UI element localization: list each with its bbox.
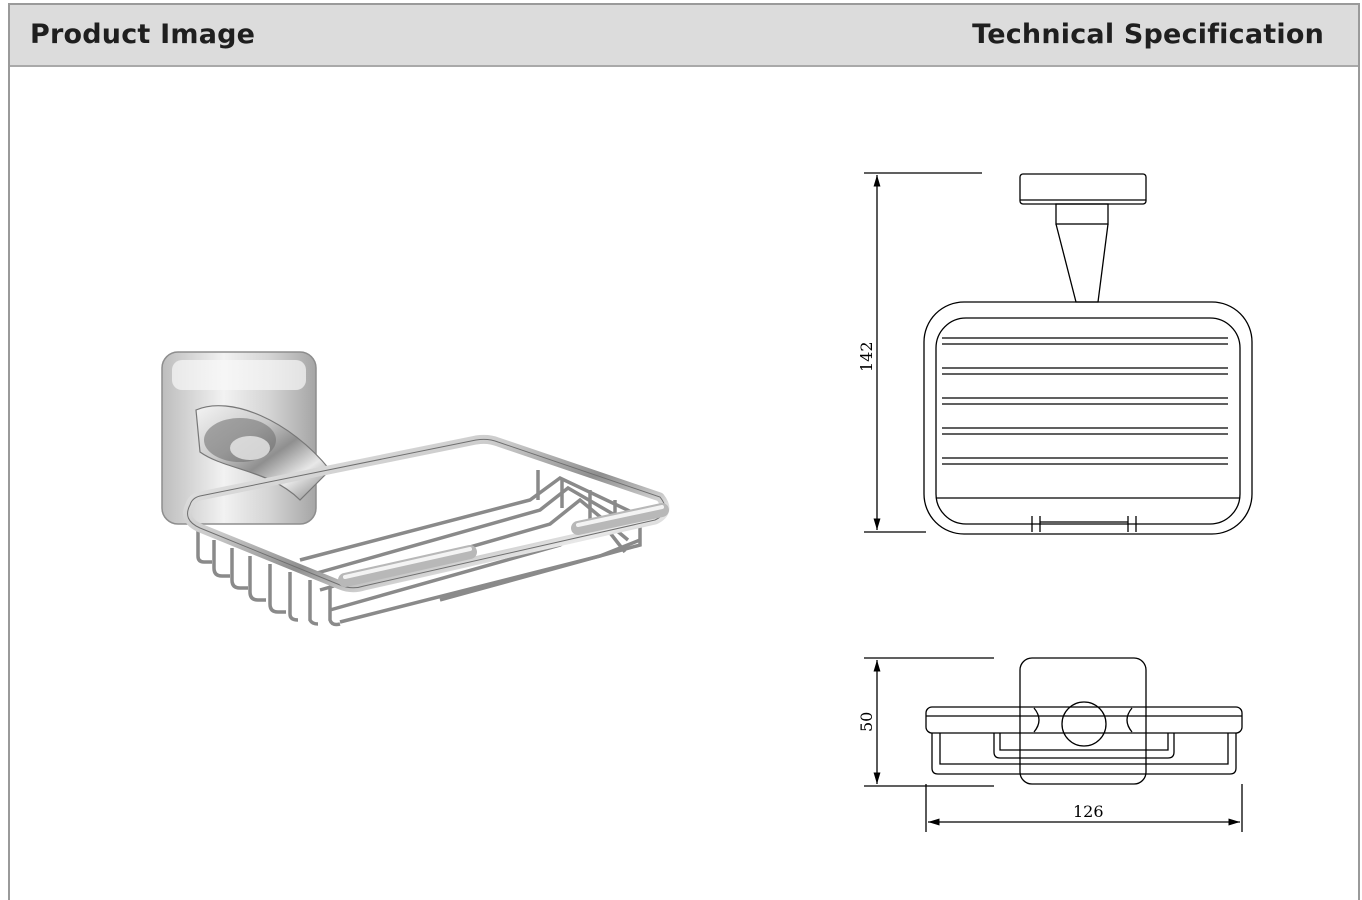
width-dimension-label: 126 [1073,802,1104,821]
side-grip-bar [571,503,669,535]
product-render [161,351,670,627]
depth-dimension-label: 50 [857,712,876,732]
section-header: Product Image Technical Specification [10,5,1358,67]
technical-specification-heading: Technical Specification [972,19,1324,50]
top-view-drawing [864,657,1243,832]
basket-outline [923,301,1253,535]
front-grip-bar [338,545,477,587]
mount-body [1019,657,1147,785]
front-view-drawing [864,172,1253,535]
basket-slats [942,337,1228,465]
height-dimension-label: 142 [857,341,876,372]
product-image-heading: Product Image [30,19,256,50]
basket-rim-outline [925,706,1243,734]
